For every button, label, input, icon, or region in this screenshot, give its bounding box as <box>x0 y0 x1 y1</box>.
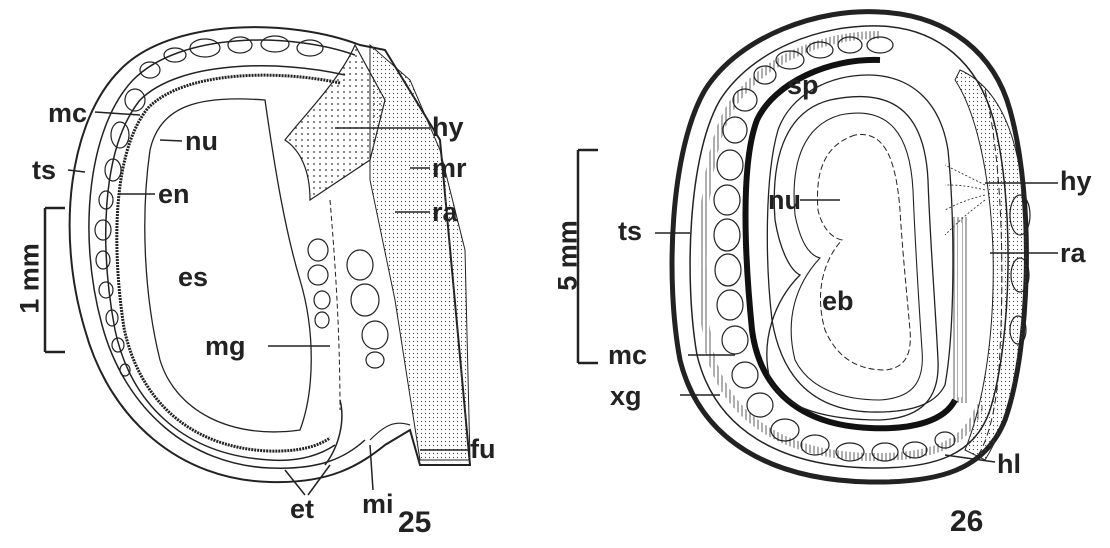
label-mc-25: mc <box>48 100 87 127</box>
label-mc-26: mc <box>608 342 647 369</box>
label-nu-25: nu <box>185 128 218 155</box>
label-en-25: en <box>158 181 190 208</box>
label-ra-25: ra <box>432 199 458 226</box>
label-ra-26: ra <box>1060 240 1086 267</box>
label-ts-25: ts <box>32 157 56 184</box>
scale-bar-25 <box>45 208 65 352</box>
raphe-cells-25 <box>308 239 388 368</box>
mechanical-cells-25 <box>95 36 323 376</box>
label-ts-26: ts <box>618 218 642 245</box>
label-fu-25: fu <box>470 436 495 463</box>
figure-number-25: 25 <box>398 508 431 538</box>
funicle-25 <box>370 423 410 440</box>
label-hl-26: hl <box>997 451 1021 478</box>
figure-number-26: 26 <box>950 507 983 537</box>
micropyle-25 <box>325 400 342 465</box>
label-xg-26: xg <box>610 383 642 410</box>
label-nu-26: nu <box>768 187 801 214</box>
label-et-25: et <box>290 496 314 523</box>
scale-label-25: 1 mm <box>17 239 44 319</box>
raphe-band-25 <box>370 45 470 460</box>
embryo-mid-26 <box>791 113 922 400</box>
label-eb-26: eb <box>822 288 854 315</box>
scale-label-26: 5 mm <box>555 211 582 301</box>
embryo-sac-25 <box>145 99 311 432</box>
label-sp-26: sp <box>787 72 819 99</box>
label-hy-25: hy <box>432 114 464 141</box>
embryo-outer-26 <box>767 97 938 420</box>
label-es-25: es <box>178 264 208 291</box>
label-mi-25: mi <box>362 491 394 518</box>
label-mr-25: mr <box>432 155 467 182</box>
label-hy-26: hy <box>1060 168 1092 195</box>
nucellus-layer-26 <box>746 60 956 428</box>
label-mg-25: mg <box>205 333 246 360</box>
vascular-strand-25 <box>330 200 340 410</box>
figure-25-drawing <box>70 27 470 482</box>
embryo-inner-26 <box>817 134 910 370</box>
raphe-strip-26 <box>955 220 965 400</box>
figure-26-drawing <box>672 12 1030 482</box>
